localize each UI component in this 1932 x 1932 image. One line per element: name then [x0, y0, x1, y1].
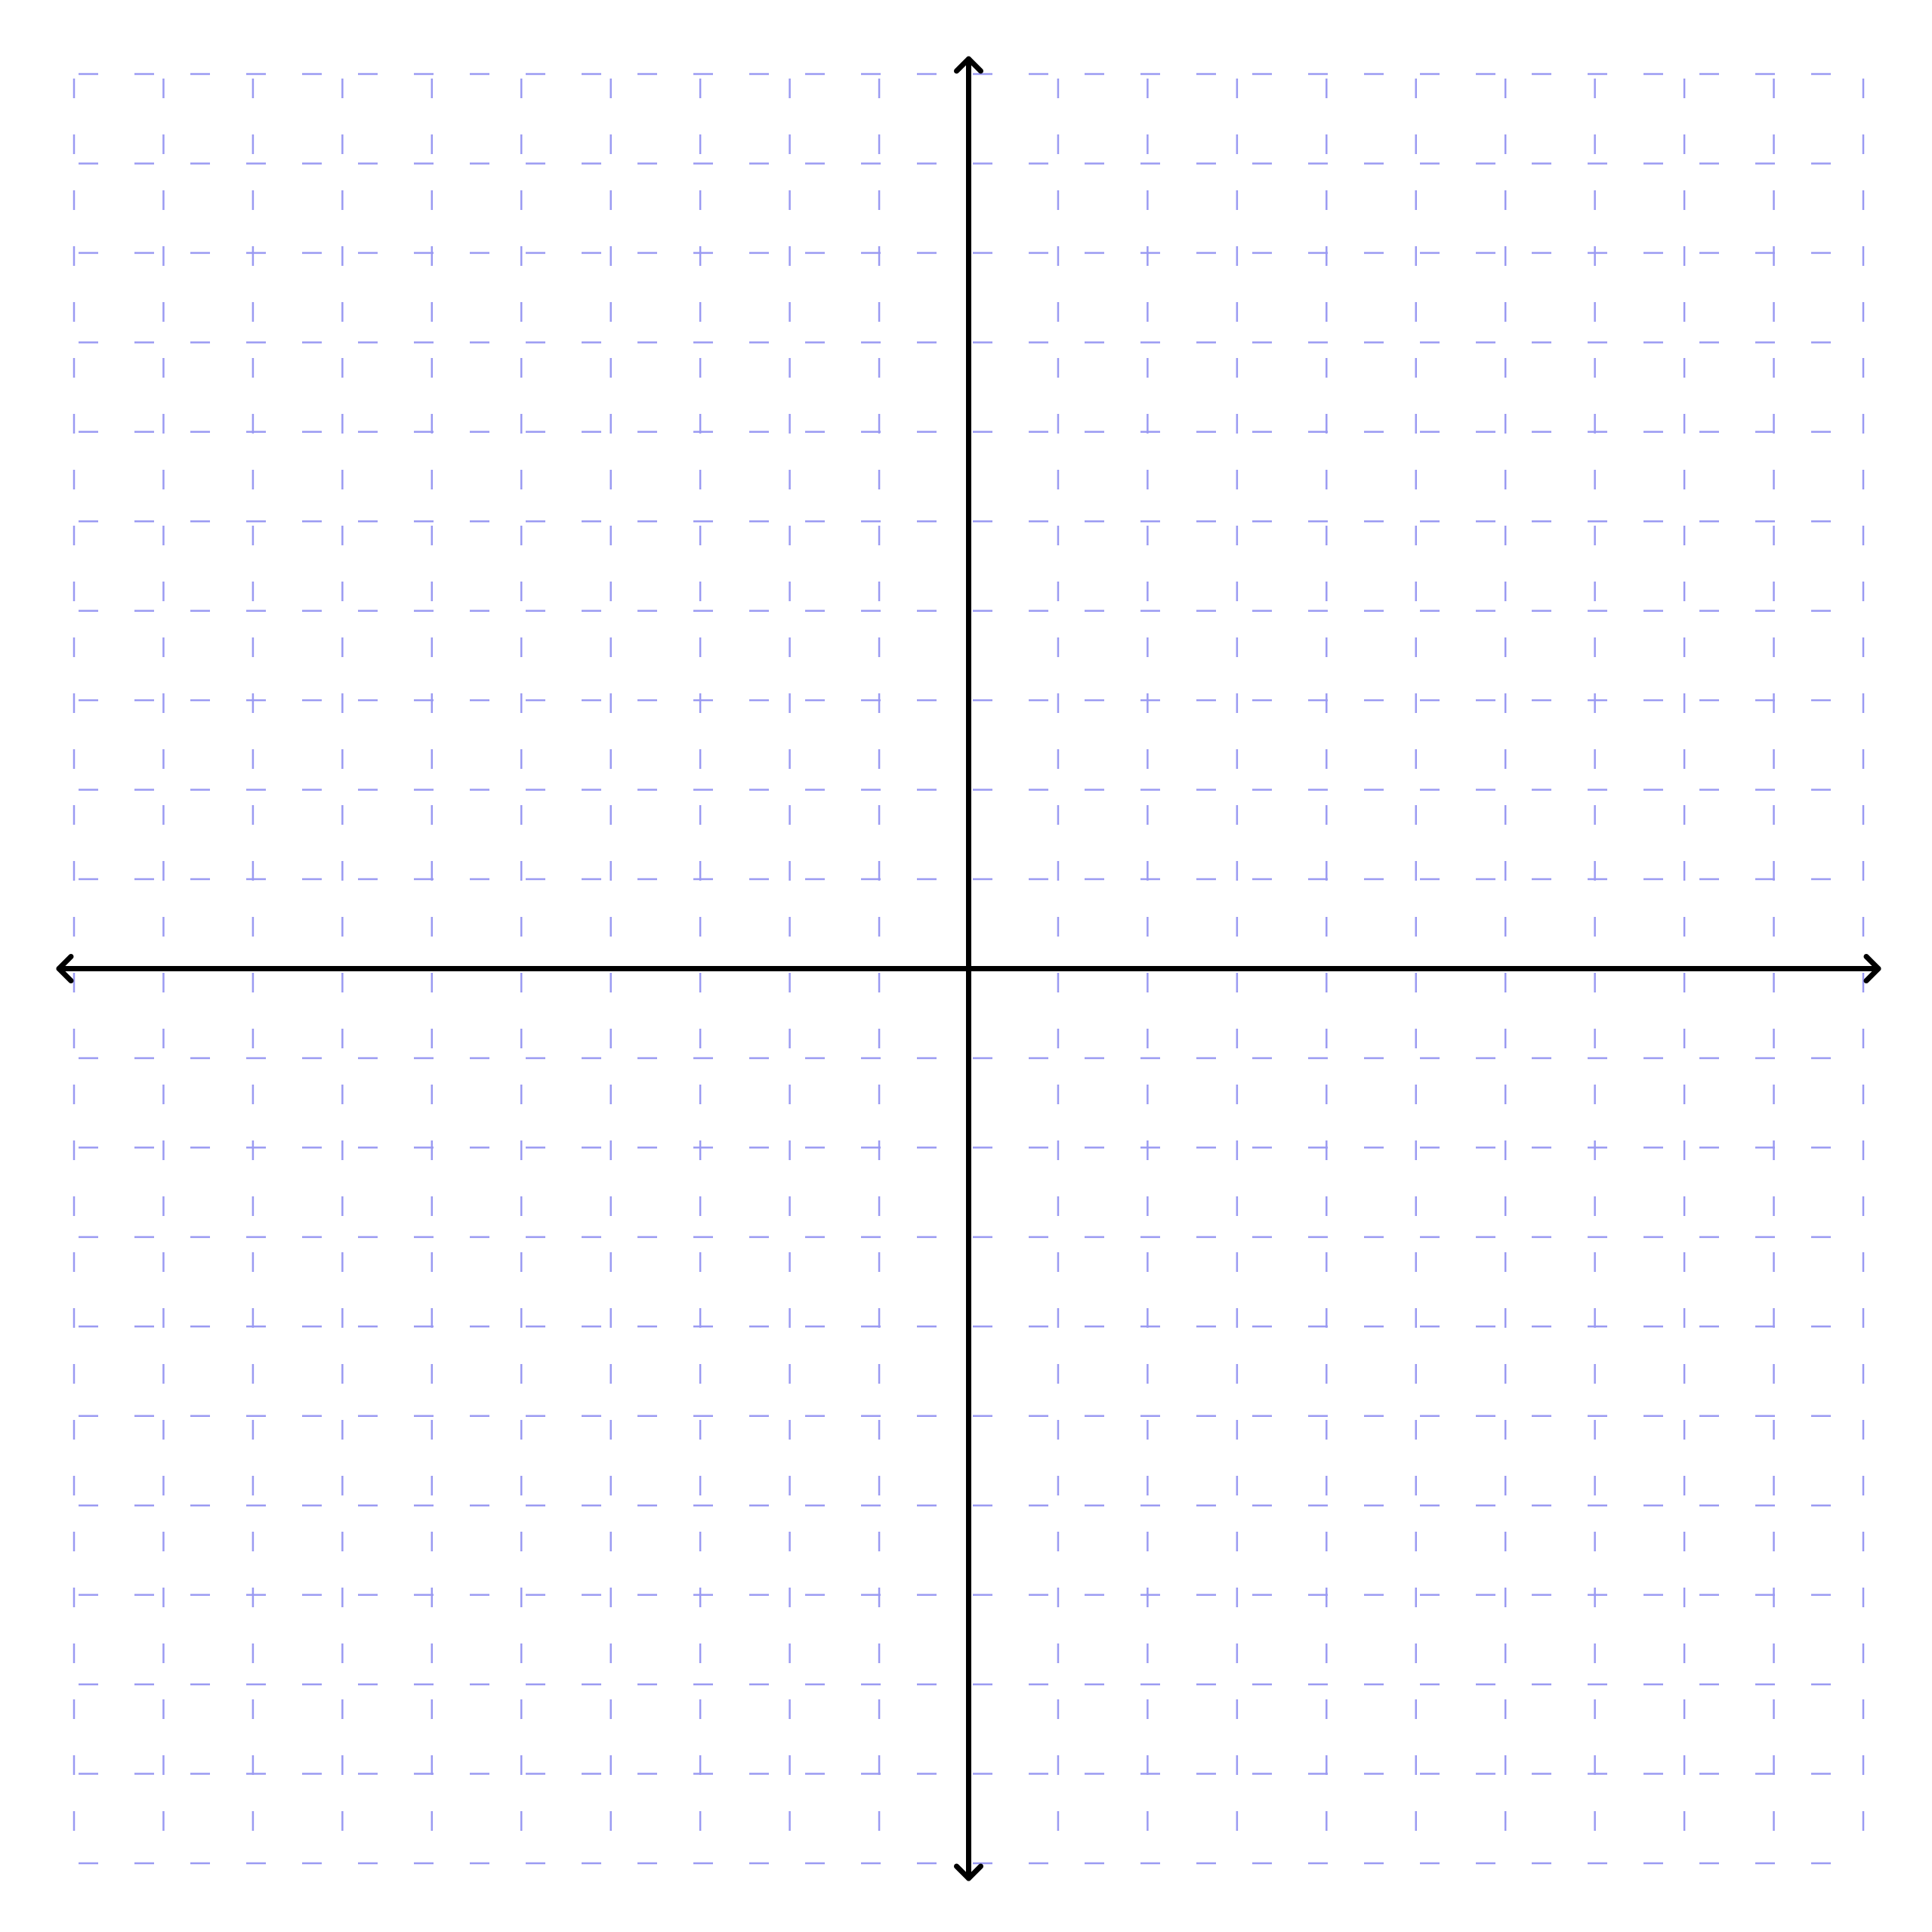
- grid: [73, 73, 1865, 1865]
- axes: [56, 56, 1881, 1881]
- x-axis-left-arrow: [56, 954, 74, 983]
- x-axis-right-arrow: [1863, 954, 1881, 983]
- y-axis-top-arrow: [954, 56, 983, 74]
- y-axis-bottom-arrow: [954, 1863, 983, 1881]
